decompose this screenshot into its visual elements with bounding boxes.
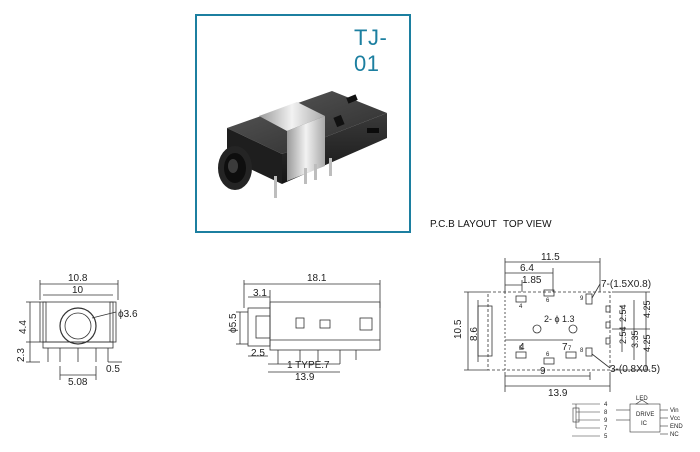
side-length-overall: 18.1	[307, 273, 327, 284]
schematic-pin: 9	[604, 418, 608, 424]
schematic-chip-line1: DRIVE	[636, 412, 654, 418]
top-dim-3-35: 3.35	[630, 330, 640, 348]
front-height-body: 4.4	[18, 320, 29, 334]
schematic-chip-line2: IC	[641, 421, 648, 427]
side-length-pins: 13.9	[295, 372, 315, 383]
schematic-drawing	[572, 399, 668, 437]
top-dim-9: 9	[540, 366, 546, 377]
pad-number: 6	[546, 298, 550, 304]
schematic-output: END	[670, 424, 683, 430]
pad-number: 8	[580, 348, 584, 354]
schematic-led-label: LED	[636, 396, 648, 402]
front-hole-dia: ϕ3.6	[118, 309, 138, 320]
schematic-pin: 8	[604, 410, 608, 416]
side-dia: ϕ5.5	[228, 313, 239, 333]
top-dim-1-85: 1.85	[522, 275, 542, 286]
top-slot-note: 3-(0.8X0.5)	[610, 364, 660, 375]
top-height-inner: 8.6	[469, 327, 480, 341]
pcb-layout-label: P.C.B LAYOUT	[430, 219, 497, 230]
top-dim-4-25-b: 4.25	[642, 334, 652, 352]
side-front-step: 3.1	[253, 288, 267, 299]
top-dim-6-4: 6.4	[520, 263, 534, 274]
top-view-drawing	[464, 258, 650, 392]
top-width-overall: 11.5	[541, 252, 560, 263]
front-width-body: 10	[72, 285, 84, 296]
side-type-note: 1 TYPE.7	[287, 360, 330, 371]
top-dim-7: 7	[562, 342, 568, 353]
top-dim-2-54-b: 2.54	[618, 326, 628, 344]
top-dim-13-9: 13.9	[548, 388, 568, 399]
pad-number: 9	[580, 296, 584, 302]
product-title: TJ-01	[354, 25, 388, 76]
front-view-drawing	[26, 280, 122, 380]
top-dim-4-25-a: 4.25	[642, 300, 652, 318]
front-pin-width: 0.5	[106, 364, 120, 375]
top-pad-note: 7-(1.5X0.8)	[601, 279, 651, 290]
schematic-pin: 4	[604, 402, 608, 408]
pad-number: 4	[519, 304, 523, 310]
product-photo	[218, 91, 387, 198]
side-pin-offset: 2.5	[251, 348, 265, 359]
pad-number: 5	[519, 346, 523, 352]
schematic-pin: 5	[604, 434, 608, 440]
schematic-output: NC	[670, 432, 679, 438]
top-dim-2-54-a: 2.54	[618, 304, 628, 322]
schematic-output: Vcc	[670, 416, 680, 422]
pad-number: 7	[568, 346, 572, 352]
side-view-drawing	[236, 280, 381, 373]
top-hole-note: 2- ϕ 1.3	[544, 314, 575, 324]
top-height-outer: 10.5	[453, 319, 464, 339]
front-height-pin: 2.3	[16, 348, 27, 362]
top-view-label: TOP VIEW	[503, 219, 552, 230]
schematic-pin: 7	[604, 426, 608, 432]
front-pin-pitch: 5.08	[68, 377, 88, 388]
pad-number: 6	[546, 352, 550, 358]
top-dim-4: 4	[519, 342, 525, 353]
front-width-overall: 10.8	[68, 273, 88, 284]
product-photo-frame: TJ-01	[195, 14, 411, 233]
schematic-output: Vin	[670, 408, 679, 414]
